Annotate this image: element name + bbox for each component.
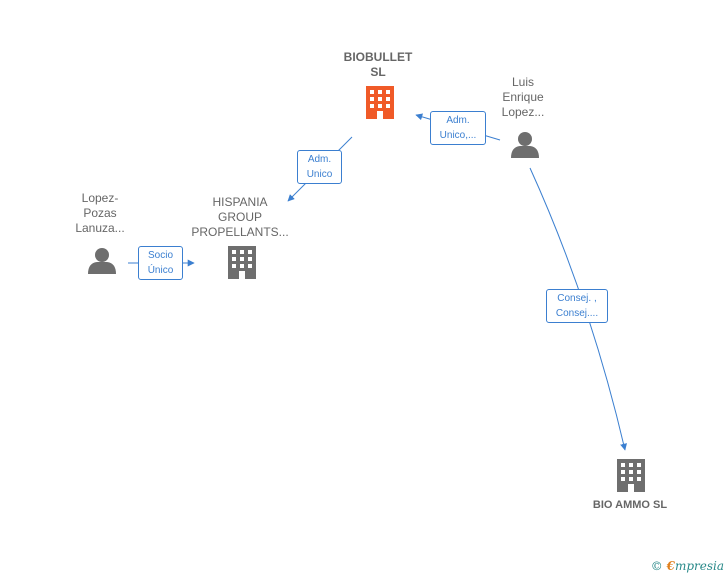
node-label-hispania[interactable]: HISPANIA GROUP PROPELLANTS... — [191, 195, 289, 239]
building-icon[interactable] — [617, 459, 645, 492]
node-label-luis[interactable]: Luis Enrique Lopez... — [501, 75, 545, 119]
building-icon[interactable] — [366, 86, 394, 119]
node-label-biobullet[interactable]: BIOBULLET SL — [343, 50, 413, 79]
node-label-bio-ammo[interactable]: BIO AMMO SL — [592, 499, 668, 511]
building-icon[interactable] — [228, 246, 256, 279]
person-icon[interactable] — [88, 248, 116, 274]
edge-label-biobullet-hispania: Adm. Unico — [297, 150, 342, 184]
person-icon[interactable] — [511, 132, 539, 158]
edge-label-luis-bioammo: Consej. , Consej.... — [546, 289, 608, 323]
brand-e: € — [666, 559, 675, 573]
node-label-lopez-pozas[interactable]: Lopez- Pozas Lanuza... — [75, 191, 125, 235]
empresia-logo: © €mpresia — [651, 559, 724, 573]
brand-name: mpresia — [674, 559, 724, 573]
edge-label-lopez-hispania: Socio Único — [138, 246, 183, 280]
copyright-symbol: © — [650, 559, 663, 573]
edge-label-luis-biobullet: Adm. Unico,... — [430, 111, 486, 145]
